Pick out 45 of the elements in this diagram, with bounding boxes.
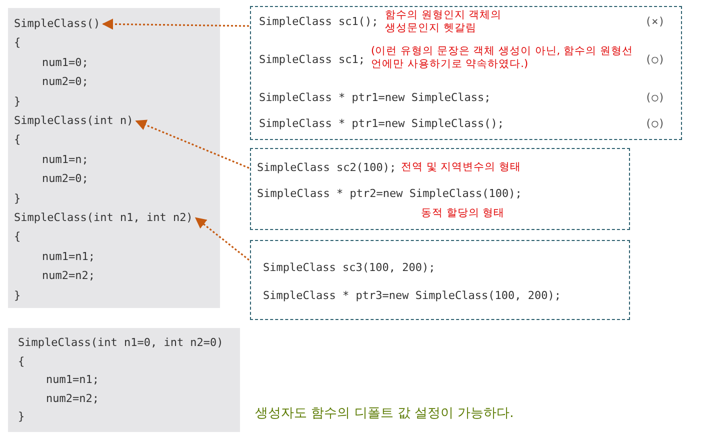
code-line: } bbox=[14, 190, 22, 207]
code-line: num2=n2; bbox=[45, 390, 100, 406]
code-line: num1=0; bbox=[41, 54, 90, 71]
annotation-text: (이런 유형의 문장은 객체 생성이 아닌, 함수의 원형선언에만 사용하기로 약속하였다.) bbox=[371, 45, 634, 71]
result-mark: (×) bbox=[645, 15, 665, 29]
annotation-text: 전역 및 지역변수의 형태 bbox=[401, 161, 522, 174]
code-line: } bbox=[18, 409, 26, 425]
code-line: SimpleClass * ptr3=new SimpleClass(100, 200); bbox=[263, 289, 562, 303]
result-mark: (○) bbox=[645, 53, 665, 67]
code-line: num2=0; bbox=[41, 74, 90, 90]
arrow bbox=[194, 217, 250, 261]
code-line: SimpleClass() bbox=[14, 16, 100, 32]
code-line: SimpleClass sc1(); bbox=[259, 15, 378, 29]
example-box bbox=[250, 148, 630, 230]
code-line: { bbox=[14, 132, 22, 148]
code-line: SimpleClass sc3(100, 200); bbox=[263, 261, 436, 275]
code-line: num2=n2; bbox=[41, 268, 96, 284]
code-line: SimpleClass sc2(100); bbox=[257, 161, 396, 175]
code-line: SimpleClass * ptr2=new SimpleClass(100); bbox=[257, 187, 522, 201]
code-line: num1=n1; bbox=[45, 372, 100, 388]
code-line: { bbox=[14, 229, 22, 246]
result-mark: (○) bbox=[645, 91, 665, 105]
code-line: SimpleClass(int n1, int n2) bbox=[14, 210, 193, 226]
example-box bbox=[250, 6, 682, 140]
code-line: SimpleClass * ptr1=new SimpleClass; bbox=[259, 91, 491, 105]
code-line: } bbox=[14, 288, 22, 304]
code-panel bbox=[8, 328, 240, 432]
arrow bbox=[135, 120, 250, 169]
code-line: { bbox=[14, 35, 22, 52]
code-line: { bbox=[18, 354, 26, 370]
note-text: 생성자도 함수의 디폴트 값 설정이 가능하다. bbox=[255, 405, 514, 422]
code-line: num1=n1; bbox=[41, 248, 96, 265]
code-line: SimpleClass sc1; bbox=[259, 53, 365, 67]
annotation-text: 동적 할당의 형태 bbox=[421, 207, 505, 220]
result-mark: (○) bbox=[645, 117, 665, 131]
arrow bbox=[102, 18, 250, 30]
code-line: SimpleClass(int n1=0, int n2=0) bbox=[18, 335, 224, 351]
code-line: SimpleClass(int n) bbox=[14, 113, 134, 129]
code-line: num1=n; bbox=[41, 152, 90, 168]
code-line: SimpleClass * ptr1=new SimpleClass(); bbox=[259, 117, 504, 131]
code-panel bbox=[8, 8, 220, 308]
annotation-text: 함수의 원형인지 객체의 생성문인지 헷갈림 bbox=[385, 9, 503, 35]
example-box bbox=[250, 240, 630, 320]
code-line: } bbox=[14, 94, 22, 110]
code-line: num2=0; bbox=[41, 171, 90, 188]
